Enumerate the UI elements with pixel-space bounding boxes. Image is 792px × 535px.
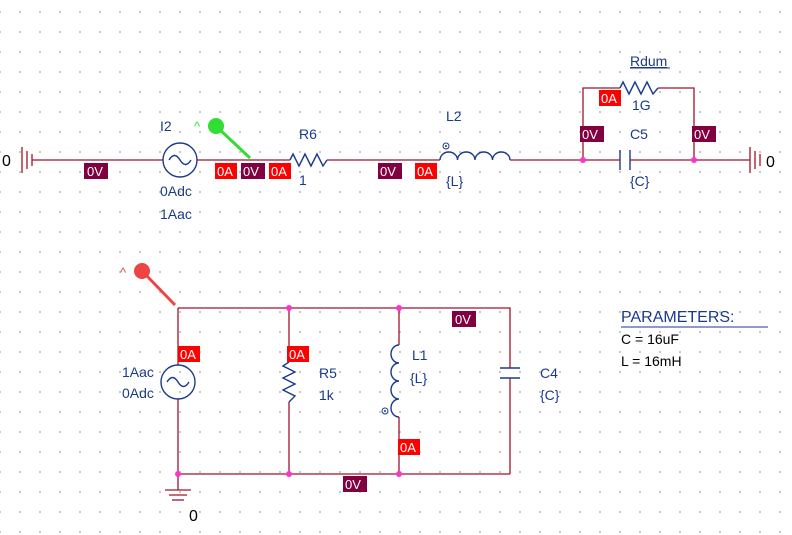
tag-v-bottom: 0V bbox=[343, 476, 367, 492]
parameters-title: PARAMETERS: bbox=[621, 309, 735, 326]
node-cap-right bbox=[691, 157, 697, 163]
svg-text:0V: 0V bbox=[455, 312, 471, 327]
c5-value-label: {C} bbox=[630, 173, 650, 189]
ground-bottom-label: 0 bbox=[189, 508, 198, 525]
parameter-line-c: C = 16uF bbox=[621, 331, 679, 347]
tag-i-rdum: 0A bbox=[599, 90, 621, 106]
red-probe-caret: ^ bbox=[120, 265, 127, 280]
l1-dot-icon bbox=[381, 407, 389, 415]
current-source-bottom[interactable] bbox=[160, 364, 196, 400]
node-bottom-l1 bbox=[396, 471, 402, 477]
l2-value-label: {L} bbox=[446, 173, 463, 189]
l1-name-label: L1 bbox=[412, 347, 428, 363]
node-cap-left bbox=[580, 157, 586, 163]
r5-name-label: R5 bbox=[319, 365, 337, 381]
node-bottom-r5 bbox=[286, 471, 292, 477]
parameter-line-l: L = 16mH bbox=[621, 353, 682, 369]
capacitor-c5[interactable] bbox=[619, 150, 634, 170]
capacitor-c4[interactable] bbox=[500, 364, 520, 379]
tag-v-cap-right: 0V bbox=[692, 126, 716, 142]
ground-bottom-symbol bbox=[165, 489, 191, 501]
ground-right-label: 0 bbox=[766, 154, 775, 171]
current-source-i2[interactable] bbox=[162, 142, 198, 178]
tag-v-top: 0V bbox=[452, 311, 476, 327]
node-bottom-src bbox=[175, 471, 181, 477]
l2-name-label: L2 bbox=[446, 108, 462, 124]
tag-i-src-out: 0A bbox=[215, 163, 237, 179]
rdum-name-label: Rdum bbox=[630, 53, 667, 69]
c5-name-label: C5 bbox=[630, 126, 648, 142]
svg-text:0A: 0A bbox=[217, 164, 233, 179]
svg-text:0A: 0A bbox=[289, 347, 305, 362]
resistor-rdum[interactable] bbox=[619, 80, 659, 96]
inductor-l2[interactable] bbox=[439, 151, 511, 161]
i2-name-label: I2 bbox=[160, 118, 172, 134]
i2-ac-label: 1Aac bbox=[160, 206, 192, 222]
node-top-l1 bbox=[396, 305, 402, 311]
i2-dc-label: 0Adc bbox=[160, 183, 192, 199]
tag-i-src: 0A bbox=[178, 346, 200, 362]
tag-i-l1: 0A bbox=[398, 439, 420, 455]
svg-text:0V: 0V bbox=[694, 127, 710, 142]
tag-v-left: 0V bbox=[84, 163, 108, 179]
tag-i-l2-in: 0A bbox=[415, 163, 437, 179]
svg-text:0A: 0A bbox=[601, 91, 617, 106]
l2-dot-icon bbox=[442, 142, 450, 150]
svg-text:0V: 0V bbox=[345, 477, 361, 492]
current-probe-green-icon[interactable] bbox=[208, 118, 252, 160]
r5-value-label: 1k bbox=[319, 387, 335, 403]
rdum-value-label: 1G bbox=[632, 97, 651, 113]
svg-text:0A: 0A bbox=[180, 347, 196, 362]
inductor-l1[interactable] bbox=[390, 344, 400, 418]
node-top-r5 bbox=[286, 305, 292, 311]
c4-value-label: {C} bbox=[540, 387, 560, 403]
tag-i-r6-in: 0A bbox=[269, 163, 291, 179]
green-probe-caret: ^ bbox=[194, 119, 201, 134]
svg-text:0A: 0A bbox=[271, 164, 287, 179]
ground-right-symbol bbox=[749, 147, 761, 173]
tag-v-src-out: 0V bbox=[241, 163, 265, 179]
bottom-src-dc-label: 0Adc bbox=[122, 385, 154, 401]
ground-left-symbol bbox=[21, 147, 33, 173]
parameters-block[interactable]: PARAMETERS: C = 16uF L = 16mH bbox=[621, 309, 768, 369]
resistor-r6[interactable] bbox=[289, 152, 328, 168]
tag-v-mid: 0V bbox=[378, 163, 402, 179]
tag-i-r5: 0A bbox=[287, 346, 309, 362]
resistor-r5[interactable] bbox=[281, 361, 297, 403]
svg-text:0V: 0V bbox=[87, 164, 103, 179]
tag-v-cap-left: 0V bbox=[580, 126, 604, 142]
svg-text:0V: 0V bbox=[582, 127, 598, 142]
svg-text:0A: 0A bbox=[400, 440, 416, 455]
c4-name-label: C4 bbox=[540, 365, 558, 381]
r6-value-label: 1 bbox=[299, 172, 307, 188]
current-probe-red-icon[interactable] bbox=[134, 263, 177, 307]
svg-text:0V: 0V bbox=[380, 164, 396, 179]
svg-text:0A: 0A bbox=[417, 164, 433, 179]
svg-text:0V: 0V bbox=[243, 164, 259, 179]
ground-left-label: 0 bbox=[2, 153, 11, 170]
bottom-src-ac-label: 1Aac bbox=[122, 364, 154, 380]
r6-name-label: R6 bbox=[299, 126, 317, 142]
l1-value-label: {L} bbox=[410, 370, 427, 386]
bottom-wires bbox=[177, 307, 511, 490]
